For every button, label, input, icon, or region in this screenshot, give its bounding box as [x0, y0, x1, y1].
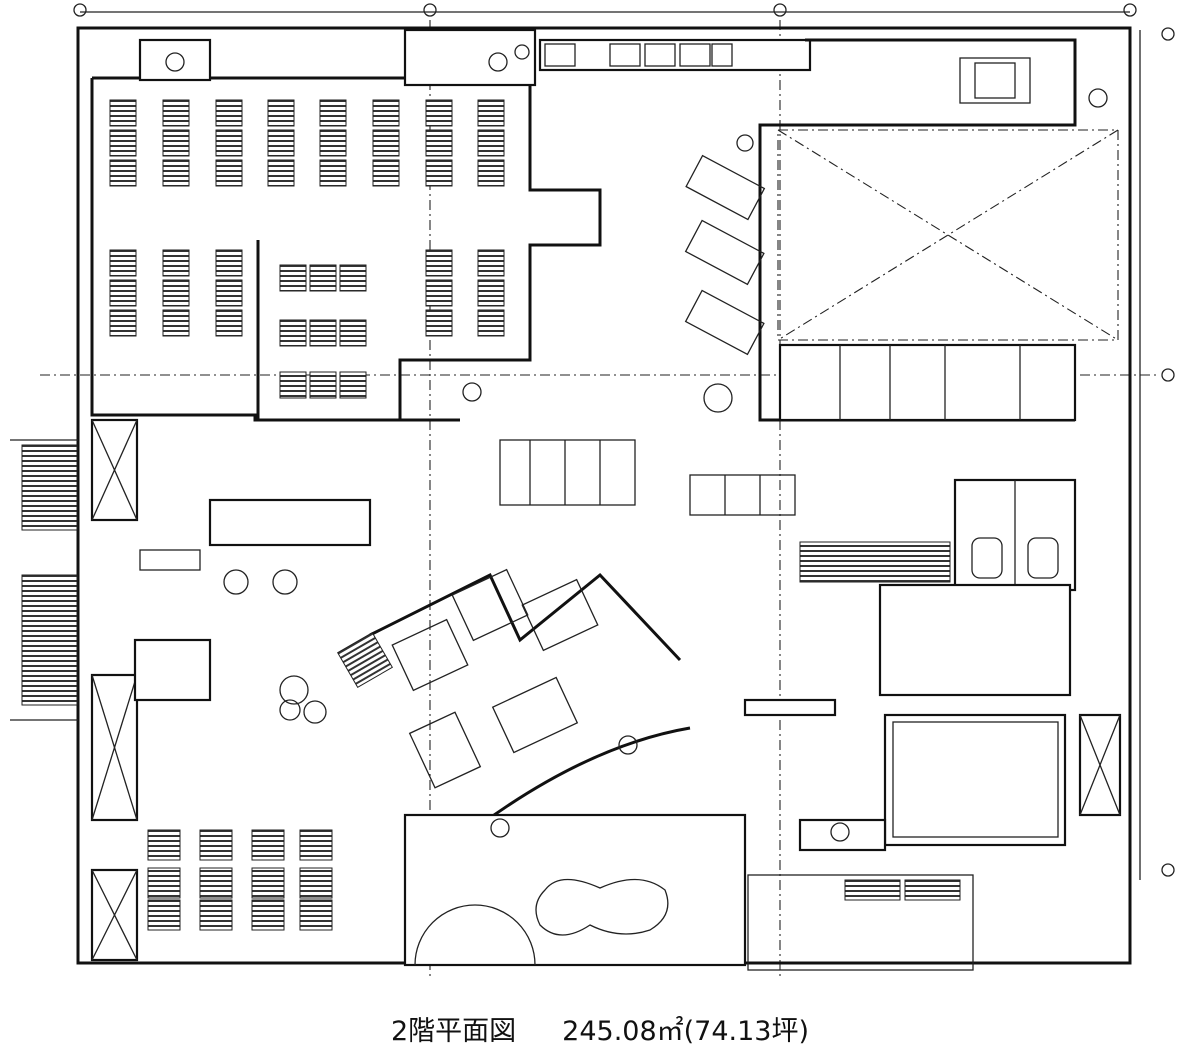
entrance-area	[403, 698, 1122, 971]
seat-block	[215, 159, 243, 187]
seat-block	[215, 309, 243, 337]
seat-block	[299, 867, 333, 899]
left-staircase	[10, 439, 78, 721]
seat-block	[477, 249, 505, 277]
seat-block	[199, 867, 233, 899]
seating-area-lower	[109, 249, 505, 399]
seat-block	[339, 319, 367, 347]
seat-block	[477, 99, 505, 127]
seat-block	[215, 99, 243, 127]
seat-block	[251, 867, 285, 899]
seat-block	[425, 249, 453, 277]
seat-block	[162, 159, 190, 187]
seat-block	[147, 829, 181, 861]
seat-block	[199, 829, 233, 861]
grid-lines	[40, 3, 1175, 980]
seat-block	[215, 249, 243, 277]
seat-block	[109, 129, 137, 157]
left-middle-rooms	[90, 418, 372, 962]
plan-area: 245.08㎡(74.13坪)	[562, 1016, 810, 1047]
seat-block	[267, 159, 295, 187]
seat-block	[425, 129, 453, 157]
plan-caption: 2階平面図 245.08㎡(74.13坪)	[0, 1008, 1200, 1049]
seat-block	[299, 829, 333, 861]
seat-block	[162, 249, 190, 277]
seat-block	[279, 319, 307, 347]
seat-block	[477, 159, 505, 187]
seat-block	[279, 371, 307, 399]
floor-plan	[10, 3, 1175, 980]
seat-block	[162, 99, 190, 127]
seat-block	[279, 264, 307, 292]
fan-dining-area	[336, 568, 691, 827]
seat-block	[425, 159, 453, 187]
seat-block	[309, 319, 337, 347]
seat-block	[425, 99, 453, 127]
seat-block	[319, 129, 347, 157]
seat-block	[162, 129, 190, 157]
plant-symbols	[165, 44, 1108, 842]
booth-stalls	[499, 439, 796, 516]
seat-block	[319, 159, 347, 187]
seat-block	[267, 129, 295, 157]
seat-block	[477, 279, 505, 307]
seat-block	[162, 309, 190, 337]
seat-block	[299, 899, 333, 931]
seating-area-bottom	[147, 829, 333, 931]
seat-block	[109, 279, 137, 307]
seat-block	[162, 279, 190, 307]
angled-tables	[684, 134, 766, 413]
seat-block	[251, 899, 285, 931]
top-service-strip	[138, 28, 812, 87]
seat-block	[477, 309, 505, 337]
plan-title: 2階平面図	[390, 1016, 517, 1047]
seat-block	[372, 129, 400, 157]
seat-block	[109, 99, 137, 127]
seat-block	[267, 99, 295, 127]
seat-block	[147, 867, 181, 899]
seat-block	[425, 279, 453, 307]
seat-block	[372, 159, 400, 187]
seat-block	[425, 309, 453, 337]
seat-block	[309, 264, 337, 292]
seat-block	[372, 99, 400, 127]
seat-block	[339, 264, 367, 292]
seat-block	[109, 309, 137, 337]
seat-block	[109, 159, 137, 187]
seat-block	[319, 99, 347, 127]
seating-area-upper	[109, 99, 505, 187]
seat-block	[251, 829, 285, 861]
seat-block	[477, 129, 505, 157]
seat-block	[199, 899, 233, 931]
seat-block	[309, 371, 337, 399]
right-rooms	[778, 343, 1077, 847]
seat-block	[339, 371, 367, 399]
seat-block	[147, 899, 181, 931]
seat-block	[109, 249, 137, 277]
seat-block	[215, 129, 243, 157]
seat-block	[215, 279, 243, 307]
